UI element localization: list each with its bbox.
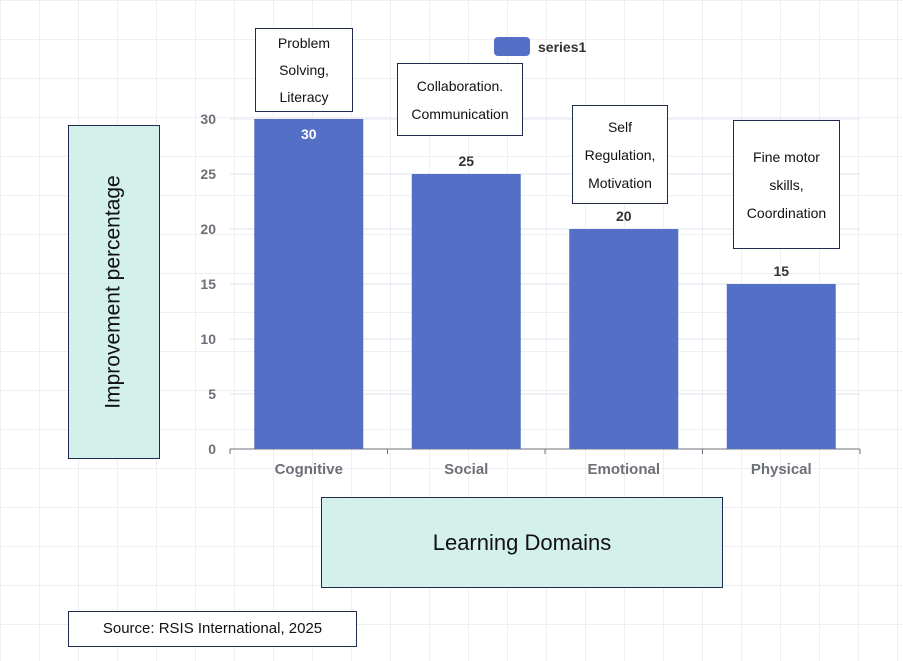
value-label: 15 — [773, 263, 789, 279]
y-tick-label: 10 — [200, 331, 216, 347]
bar-emotional — [569, 229, 679, 449]
bar-social — [411, 174, 521, 449]
annotation-cognitive: Problem Solving, Literacy — [255, 28, 353, 112]
value-label: 20 — [616, 208, 632, 224]
annotation-social: Collaboration. Communication — [397, 63, 523, 136]
y-tick-label: 20 — [200, 221, 216, 237]
legend-label: series1 — [538, 39, 586, 55]
x-axis-title-box: Learning Domains — [321, 497, 723, 588]
annotation-text: Collaboration. Communication — [411, 77, 509, 122]
value-label: 30 — [301, 126, 317, 142]
source-box: Source: RSIS International, 2025 — [68, 611, 357, 647]
annotation-text: Self Regulation, Motivation — [584, 118, 656, 191]
annotation-emotional: Self Regulation, Motivation — [572, 105, 668, 204]
legend-swatch — [494, 37, 530, 56]
annotation-text: Fine motor skills, Coordination — [746, 148, 827, 221]
x-tick-label: Cognitive — [275, 461, 343, 478]
y-axis-title: Improvement percentage — [102, 175, 125, 409]
value-label: 25 — [458, 153, 474, 169]
y-tick-label: 15 — [200, 276, 216, 292]
x-tick-label: Emotional — [587, 461, 660, 478]
y-tick-label: 5 — [208, 386, 216, 402]
annotation-physical: Fine motor skills, Coordination — [733, 120, 840, 249]
source-text: Source: RSIS International, 2025 — [102, 620, 323, 637]
y-axis-title-box: Improvement percentage — [68, 125, 160, 459]
y-tick-label: 25 — [200, 166, 216, 182]
annotation-text: Problem Solving, Literacy — [277, 34, 331, 105]
x-tick-label: Social — [444, 461, 488, 478]
bar-cognitive — [254, 119, 364, 449]
bar-physical — [726, 284, 836, 449]
x-tick-label: Physical — [751, 461, 812, 478]
x-axis-title: Learning Domains — [432, 529, 612, 555]
y-tick-label: 30 — [200, 111, 216, 127]
y-tick-label: 0 — [208, 441, 216, 457]
